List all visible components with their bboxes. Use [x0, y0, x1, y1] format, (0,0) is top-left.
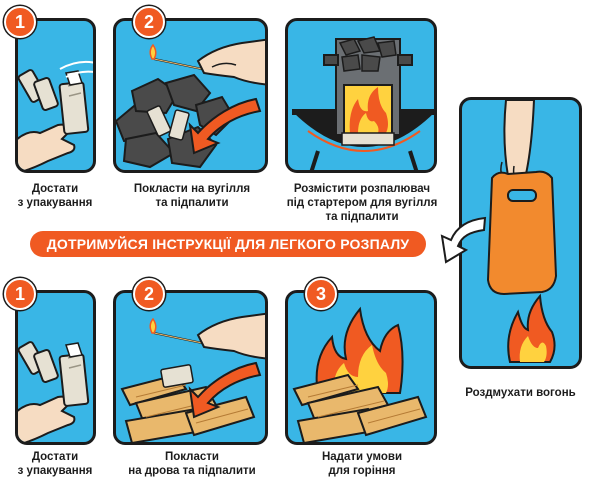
wood-lighting-illustration: [120, 312, 265, 442]
step-3-panel-wood: [285, 290, 437, 445]
fan-fire-illustration: [486, 100, 558, 363]
step-1-badge-charcoal: 1: [4, 6, 36, 38]
step-3-panel-charcoal: [285, 18, 437, 173]
step-1-badge-wood: 1: [4, 278, 36, 310]
step-2-caption-charcoal: Покласти на вугілля та підпалити: [133, 183, 251, 209]
step-3-caption-wood: Надати умови для горіння: [321, 451, 403, 477]
wood-fire-illustration: [292, 306, 428, 442]
hand-unpacking-illustration: [18, 60, 93, 170]
step-1-panel-charcoal: [15, 18, 96, 173]
step-2-badge-wood: 2: [133, 278, 165, 310]
step-2-panel-charcoal: [113, 18, 268, 173]
step-2-caption-wood: Покласти на дрова та підпалити: [128, 451, 256, 477]
step-3-caption-charcoal: Розмістити розпалювач під стартером для …: [286, 183, 438, 223]
charcoal-lighting-illustration: [116, 38, 265, 169]
instruction-banner: ДОТРИМУЙСЯ ІНСТРУКЦІЇ ДЛЯ ЛЕГКОГО РОЗПАЛ…: [30, 231, 426, 257]
chimney-starter-illustration: [292, 36, 434, 170]
step-2-panel-wood: [113, 290, 268, 445]
fan-fire-caption: Роздмухати вогонь: [465, 387, 576, 399]
fan-fire-panel: [459, 97, 582, 369]
step-2-badge-charcoal: 2: [133, 6, 165, 38]
step-1-caption-charcoal: Достати з упакування: [17, 183, 93, 209]
hand-unpacking-illustration: [18, 341, 90, 442]
step-1-caption-wood: Достати з упакування: [17, 451, 93, 477]
step-1-panel-wood: [15, 290, 96, 445]
step-3-badge-wood: 3: [305, 278, 337, 310]
